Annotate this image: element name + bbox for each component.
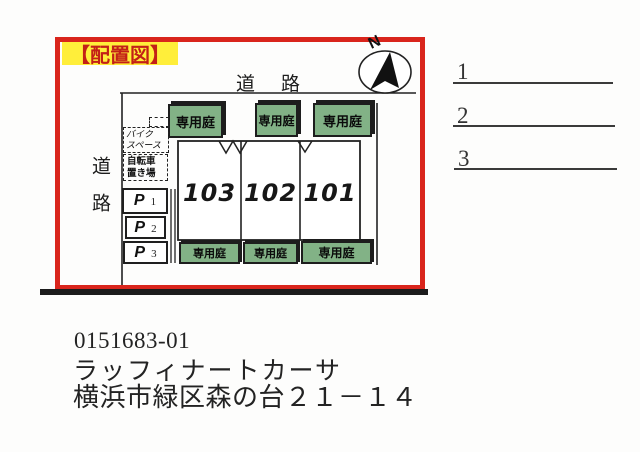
private-garden-bottom-102: 専用庭 bbox=[243, 242, 298, 264]
unit-number-102: 102 bbox=[243, 179, 298, 207]
note-number-2: 2 bbox=[457, 103, 469, 128]
property-name: ラッフィナートカーサ bbox=[73, 358, 343, 385]
private-garden-top-102: 専用庭 bbox=[255, 103, 298, 137]
bicycle-parking-label-line2: 置き場 bbox=[127, 168, 156, 179]
garden-label: 専用庭 bbox=[322, 113, 362, 129]
road-label-top: 道路 bbox=[236, 74, 327, 95]
diagram-title: 【配置図】 bbox=[70, 45, 170, 67]
parking-stall-number: 3 bbox=[151, 247, 157, 260]
garden-label: 専用庭 bbox=[175, 114, 215, 130]
unit-number-101: 101 bbox=[303, 179, 357, 207]
garden-label: 専用庭 bbox=[193, 248, 226, 260]
bike-space-box: バイク スペース bbox=[123, 127, 169, 153]
road-label-left: 道路 bbox=[89, 156, 110, 230]
parking-p-letter: P bbox=[134, 243, 146, 261]
note-number-1: 1 bbox=[457, 59, 469, 84]
parking-p-letter: P bbox=[133, 192, 145, 209]
note-rule-2 bbox=[453, 125, 615, 127]
bicycle-parking-box: 自転車 置き場 bbox=[123, 154, 168, 181]
frame-shadow-bar bbox=[40, 289, 428, 295]
garden-label: 専用庭 bbox=[258, 113, 295, 128]
note-number-3: 3 bbox=[458, 146, 470, 171]
garden-label: 専用庭 bbox=[318, 246, 355, 260]
parking-stall-number: 2 bbox=[151, 222, 157, 235]
diagram-red-frame bbox=[55, 37, 425, 290]
garden-label: 専用庭 bbox=[254, 248, 287, 260]
parking-p-letter: P bbox=[134, 218, 146, 236]
parking-stall-number: 1 bbox=[150, 196, 157, 208]
bike-space-stub-outline bbox=[149, 117, 169, 127]
private-garden-bottom-101: 専用庭 bbox=[301, 241, 372, 264]
note-rule-3 bbox=[454, 168, 617, 170]
bike-space-label-line2: スペース bbox=[126, 140, 161, 150]
bike-space-label-line1: バイク bbox=[126, 129, 153, 139]
property-code: 0151683-01 bbox=[74, 328, 191, 353]
private-garden-bottom-103: 専用庭 bbox=[179, 242, 240, 264]
unit-number-103: 103 bbox=[182, 179, 237, 207]
diagram-title-banner: 【配置図】 bbox=[62, 42, 178, 67]
property-address: 横浜市緑区森の台２１－１４ bbox=[73, 383, 418, 412]
private-garden-top-103: 専用庭 bbox=[168, 104, 223, 138]
note-rule-1 bbox=[453, 82, 613, 84]
private-garden-top-101: 専用庭 bbox=[313, 103, 372, 137]
parking-stall-2: P 2 bbox=[125, 216, 166, 239]
bicycle-parking-label-line1: 自転車 bbox=[127, 156, 156, 167]
parking-stall-3: P 3 bbox=[123, 241, 168, 264]
parking-stall-1: P 1 bbox=[122, 188, 168, 214]
